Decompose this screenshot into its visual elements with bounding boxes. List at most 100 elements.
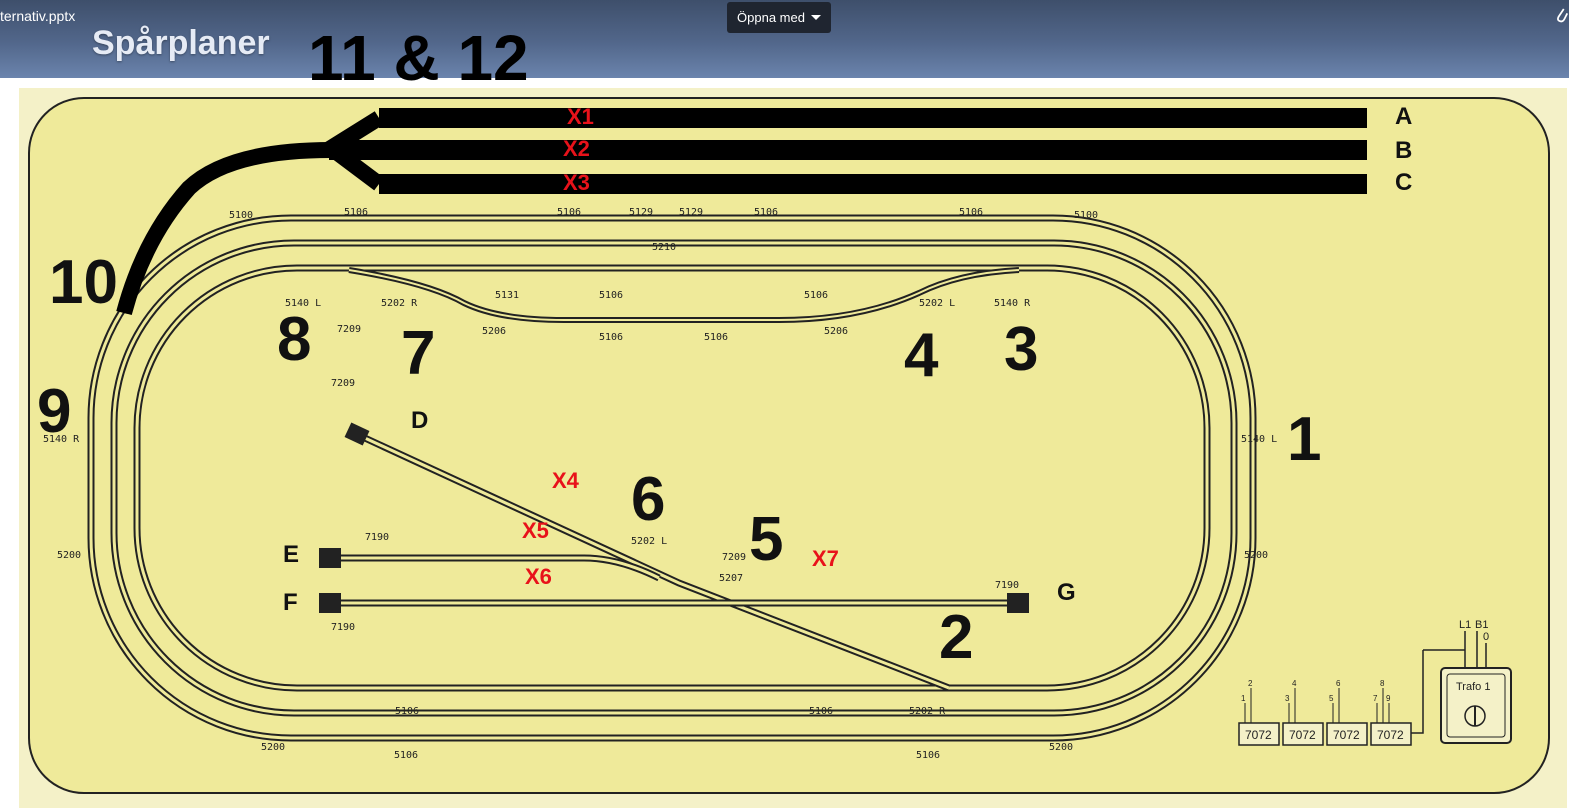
part-code: 5206	[824, 326, 848, 337]
buffer-stop-f	[319, 593, 341, 613]
control-panel: Trafo 1 L1 B1 0 7072 7072 7072 7072 1 2 …	[1238, 619, 1512, 746]
part-code: 5202 R	[381, 298, 418, 309]
part-code: 7190	[365, 532, 389, 543]
part-code: 5106	[959, 207, 983, 218]
part-code: 5202 L	[631, 536, 667, 547]
x6-marker: X6	[525, 564, 552, 589]
x5-marker: X5	[522, 518, 549, 543]
part-code: 5100	[229, 210, 253, 221]
pin-label: 2	[1248, 679, 1253, 688]
switch-box-4-label: 7072	[1377, 728, 1404, 742]
part-code: 5140 L	[1241, 434, 1277, 445]
section-3-label: 3	[1004, 315, 1038, 384]
baseboard	[28, 97, 1550, 794]
part-code: 5106	[599, 290, 623, 301]
section-4-label: 4	[904, 321, 939, 390]
section-5-label: 5	[749, 505, 783, 574]
pin-label: 3	[1285, 694, 1290, 703]
terminal-b1-label: B1	[1475, 619, 1488, 631]
pin-label: 9	[1386, 694, 1391, 703]
terminal-0-label: 0	[1483, 631, 1489, 643]
heading-11-12: 11 & 12	[308, 22, 529, 94]
part-code: 7190	[995, 580, 1019, 591]
attachment-icon[interactable]	[1555, 6, 1569, 26]
part-code: 5106	[809, 706, 833, 717]
section-8-label: 8	[277, 305, 311, 374]
track-plan-svg: X1 X2 X3 X4 X5 X6 X7 A B C 1 2 3 4 5 6 7…	[28, 97, 1550, 794]
pin-label: 6	[1336, 679, 1341, 688]
track-plan-diagram: X1 X2 X3 X4 X5 X6 X7 A B C 1 2 3 4 5 6 7…	[19, 88, 1567, 808]
part-code-labels: 5100 5106 5106 5129 5129 5106 5106 5100 …	[43, 207, 1277, 761]
part-code: 5131	[495, 290, 519, 301]
pin-label: 5	[1329, 694, 1334, 703]
part-code: 5202 R	[909, 706, 946, 717]
part-code: 5140 R	[994, 298, 1031, 309]
siding-b-label: B	[1395, 137, 1412, 164]
x3-marker: X3	[563, 170, 590, 195]
part-code: 7190	[331, 622, 355, 633]
switch-box-3	[1326, 722, 1368, 746]
buffer-stop-e	[319, 548, 341, 568]
open-with-label: Öppna med	[737, 10, 805, 25]
siding-c-label: C	[1395, 169, 1412, 196]
transformer-label: Trafo 1	[1456, 681, 1490, 693]
viewer-toolbar: ternativ.pptx Öppna med Spårplaner	[0, 0, 1569, 78]
part-code: 5106	[394, 750, 418, 761]
part-code: 5207	[719, 573, 743, 584]
chevron-down-icon	[810, 15, 821, 20]
part-code: 5106	[804, 290, 828, 301]
section-1-label: 1	[1287, 405, 1321, 474]
connector-track-10	[116, 142, 332, 316]
part-code: 5106	[754, 207, 778, 218]
slide-title: Spårplaner	[92, 24, 270, 62]
part-code: 7209	[337, 324, 361, 335]
pin-label: 4	[1292, 679, 1297, 688]
switch-box-4	[1370, 722, 1412, 746]
part-code: 5200	[1244, 550, 1268, 561]
track-end-e-label: E	[283, 541, 299, 568]
part-code: 5129	[679, 207, 703, 218]
pin-label: 7	[1373, 694, 1378, 703]
track-end-d-label: D	[411, 407, 428, 434]
section-6-label: 6	[631, 465, 665, 534]
part-code: 5106	[395, 706, 419, 717]
section-2-label: 2	[939, 603, 973, 672]
part-code: 5106	[557, 207, 581, 218]
part-code: 7209	[331, 378, 355, 389]
track-end-g-label: G	[1057, 579, 1076, 606]
pin-label: 1	[1241, 694, 1246, 703]
siding-a-label: A	[1395, 103, 1412, 130]
switch-box-1	[1238, 722, 1280, 746]
switch-box-1-label: 7072	[1245, 728, 1272, 742]
pin-label: 8	[1380, 679, 1385, 688]
part-code: 7209	[722, 552, 746, 563]
part-code: 5140 R	[43, 434, 80, 445]
x1-marker: X1	[567, 104, 594, 129]
switch-box-3-label: 7072	[1333, 728, 1360, 742]
section-10-label: 10	[49, 248, 118, 317]
buffer-stop-d	[344, 422, 370, 446]
switch-box-2-label: 7072	[1289, 728, 1316, 742]
terminal-l1-label: L1	[1459, 619, 1471, 631]
section-9-label: 9	[37, 377, 71, 446]
part-code: 5200	[261, 742, 285, 753]
file-name: ternativ.pptx	[0, 8, 76, 24]
part-code: 5206	[482, 326, 506, 337]
x4-marker: X4	[552, 468, 580, 493]
part-code: 5106	[916, 750, 940, 761]
section-7-label: 7	[401, 319, 435, 388]
open-with-button[interactable]: Öppna med	[727, 2, 831, 33]
track-end-f-label: F	[283, 589, 298, 616]
buffer-stop-g	[1007, 593, 1029, 613]
part-code: 5210	[652, 242, 676, 253]
part-code: 5106	[704, 332, 728, 343]
part-code: 5202 L	[919, 298, 955, 309]
part-code: 5200	[1049, 742, 1073, 753]
part-code: 5106	[599, 332, 623, 343]
part-code: 5200	[57, 550, 81, 561]
part-code: 5106	[344, 207, 368, 218]
part-code: 5129	[629, 207, 653, 218]
x7-marker: X7	[812, 546, 839, 571]
switch-box-2	[1282, 722, 1324, 746]
x2-marker: X2	[563, 136, 590, 161]
